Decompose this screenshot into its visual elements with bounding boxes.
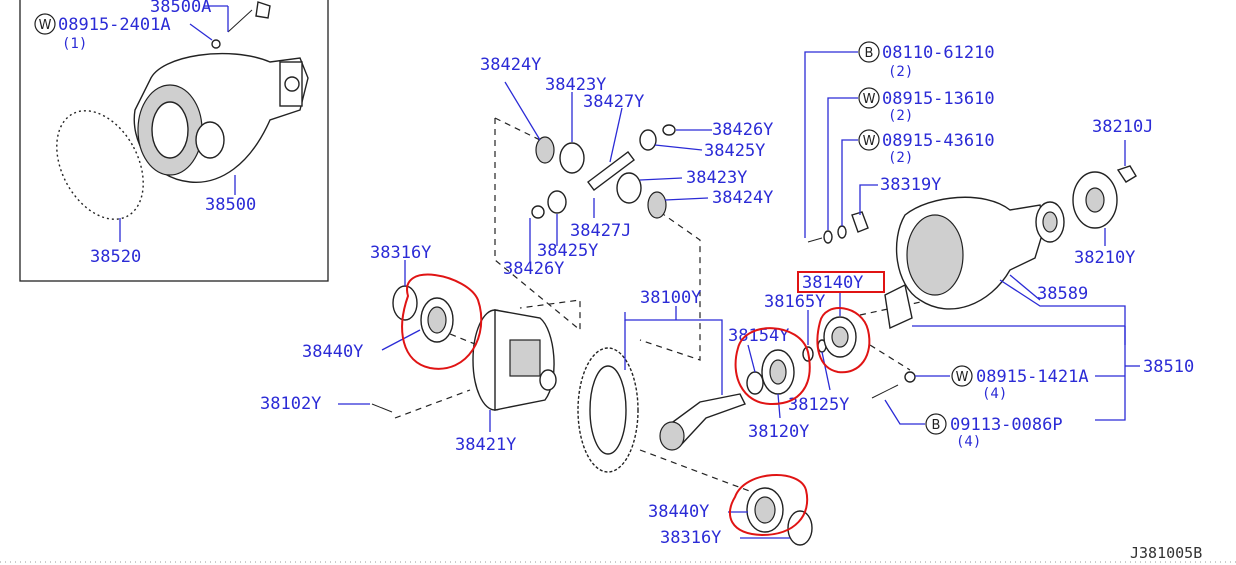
qty-08110-61210: (2) xyxy=(888,64,913,80)
label-38102y: 38102Y xyxy=(260,394,321,414)
drive-pinion-38100y xyxy=(659,393,746,451)
label-08915-2401a: 08915-2401A xyxy=(58,15,171,35)
label-38210j: 38210J xyxy=(1092,117,1153,137)
label-38316y-top: 38316Y xyxy=(370,243,431,263)
inset-panel xyxy=(19,0,329,282)
label-38427j: 38427J xyxy=(570,221,631,241)
svg-text:W: W xyxy=(863,134,876,149)
label-38423y-mid: 38423Y xyxy=(686,168,747,188)
label-38140y: 38140Y xyxy=(802,273,863,293)
label-38440y-bottom: 38440Y xyxy=(648,502,709,522)
label-38425y-left: 38425Y xyxy=(537,241,598,261)
label-08915-1421a: 08915-1421A xyxy=(976,367,1089,387)
qty-1: (1) xyxy=(62,36,87,52)
washer-symbol-icon: W xyxy=(858,87,880,109)
red-highlight-annotations xyxy=(401,271,885,537)
highlight-circle-38440y-bottom xyxy=(729,473,809,537)
qty-08915-43610: (2) xyxy=(888,150,913,166)
svg-text:B: B xyxy=(865,46,874,61)
highlight-circle-pinion-bearing xyxy=(734,327,811,406)
side-bearing-bottom xyxy=(746,487,813,546)
label-08915-13610: 08915-13610 xyxy=(882,89,995,109)
qty-08915-13610: (2) xyxy=(888,108,913,124)
label-38426y-right: 38426Y xyxy=(712,120,773,140)
label-38423y-top: 38423Y xyxy=(545,75,606,95)
svg-text:B: B xyxy=(932,418,941,433)
label-38125y: 38125Y xyxy=(788,395,849,415)
label-38500: 38500 xyxy=(205,195,256,215)
inset-labels: 38500A W 08915-2401A (1) 38500 38520 xyxy=(34,0,256,267)
label-08110-61210: 08110-61210 xyxy=(882,43,995,63)
qty-09113-0086p: (4) xyxy=(956,434,981,450)
label-38426y-left: 38426Y xyxy=(503,259,564,279)
label-38510: 38510 xyxy=(1143,357,1194,377)
pinion-shaft-38427y xyxy=(587,151,635,191)
label-08915-43610: 08915-43610 xyxy=(882,131,995,151)
label-38120y: 38120Y xyxy=(748,422,809,442)
label-38210y: 38210Y xyxy=(1074,248,1135,268)
highlight-box-38140y xyxy=(797,271,885,293)
gasket-38520-shape xyxy=(56,110,144,220)
companion-flange-38210y xyxy=(1072,165,1137,229)
ring-gear-38100y xyxy=(577,347,639,473)
qty-08915-1421a: (4) xyxy=(982,386,1007,402)
part-labels: 38424Y 38423Y 38427Y 38426Y 38425Y 38423… xyxy=(260,41,1194,548)
highlight-circle-38140y xyxy=(816,307,871,374)
label-38425y-right: 38425Y xyxy=(704,141,765,161)
highlight-circle-38440y-top xyxy=(401,273,483,370)
label-38100y: 38100Y xyxy=(640,288,701,308)
bolt-symbol-icon: B xyxy=(858,41,880,63)
svg-text:W: W xyxy=(39,18,52,33)
label-38424y-mid: 38424Y xyxy=(712,188,773,208)
washer-symbol-icon: W xyxy=(951,365,973,387)
label-38319y: 38319Y xyxy=(880,175,941,195)
label-38154y: 38154Y xyxy=(728,326,789,346)
pinion-bearing-assembly xyxy=(746,316,857,395)
carrier-housing-38510 xyxy=(884,196,1065,330)
diagram-code: J381005B xyxy=(1130,544,1202,562)
label-09113-0086p: 09113-0086P xyxy=(950,415,1063,435)
bolt-symbol-icon: B xyxy=(925,413,947,435)
diff-case-38421y xyxy=(472,309,557,411)
label-38421y: 38421Y xyxy=(455,435,516,455)
washer-symbol-icon: W xyxy=(34,13,56,35)
label-38589: 38589 xyxy=(1037,284,1088,304)
label-38440y-top: 38440Y xyxy=(302,342,363,362)
svg-text:W: W xyxy=(863,92,876,107)
label-38165y: 38165Y xyxy=(764,292,825,312)
label-38424y-top: 38424Y xyxy=(480,55,541,75)
svg-text:W: W xyxy=(956,370,969,385)
leader-lines xyxy=(338,51,1140,539)
footer: J381005B xyxy=(0,544,1236,563)
label-38500a: 38500A xyxy=(150,0,211,17)
bolts-and-washers-right xyxy=(371,211,916,413)
washer-symbol-icon: W xyxy=(858,129,880,151)
label-38427y: 38427Y xyxy=(583,92,644,112)
label-38520: 38520 xyxy=(90,247,141,267)
label-38316y-bottom: 38316Y xyxy=(660,528,721,548)
side-gears-and-washers xyxy=(531,124,676,219)
